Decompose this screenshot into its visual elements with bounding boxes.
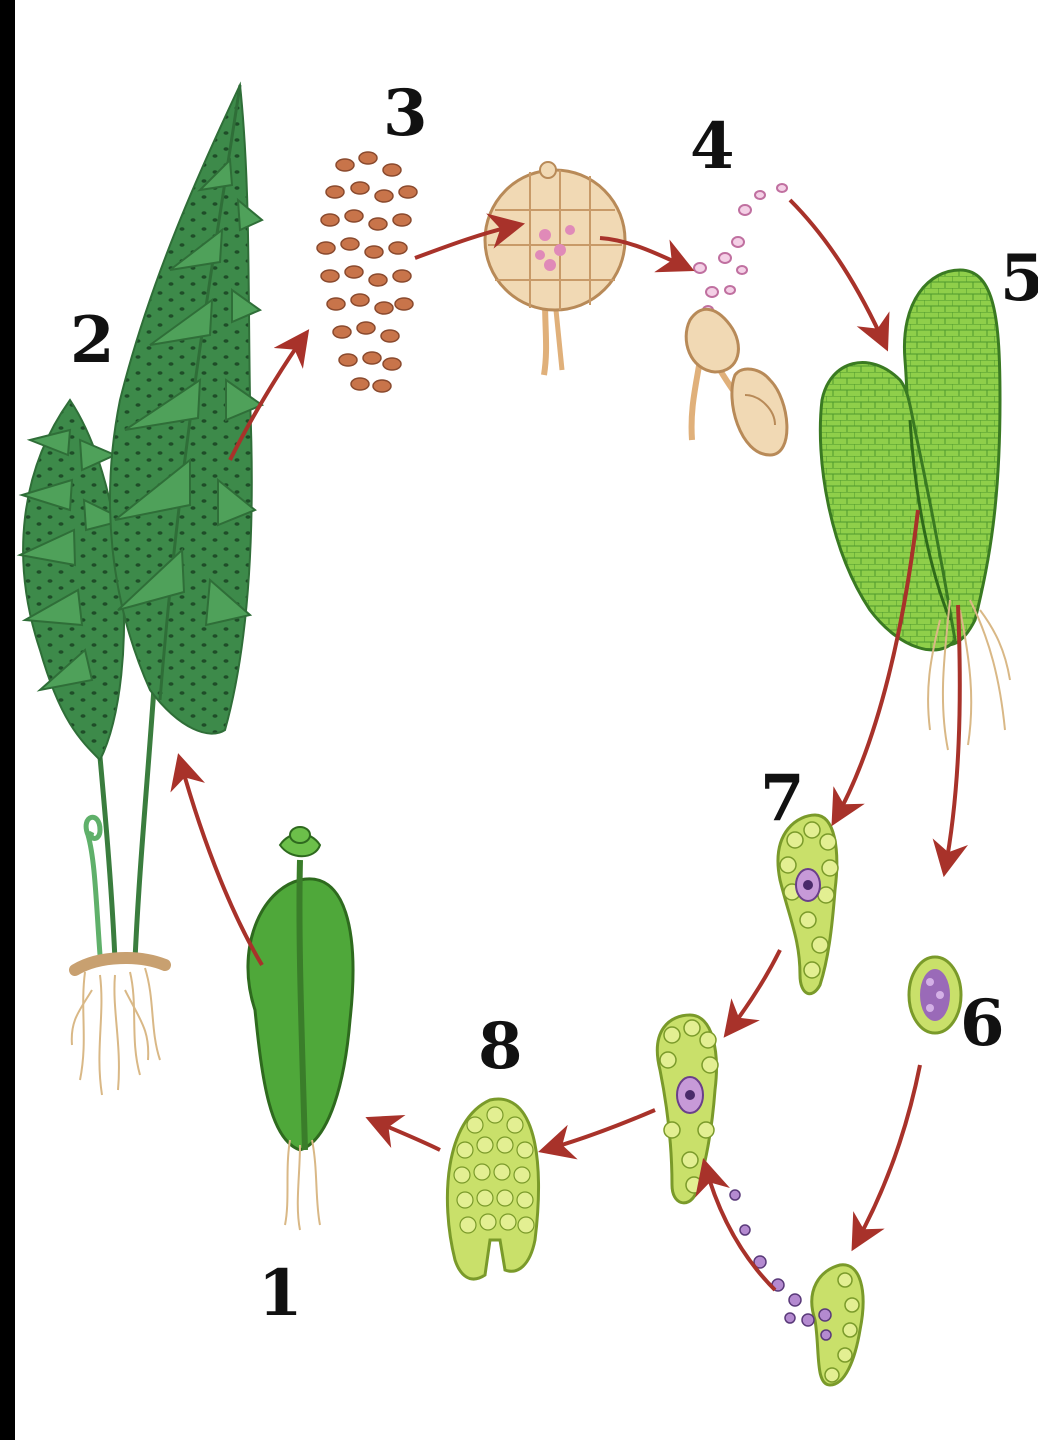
sorus-icon xyxy=(317,152,417,392)
label-3: 3 xyxy=(383,76,428,151)
arrow-7-to-fertilization xyxy=(728,950,780,1032)
prothallus-icon xyxy=(820,270,1010,750)
label-1: 1 xyxy=(258,1256,303,1331)
label-8: 8 xyxy=(478,1009,523,1084)
fern-plant-icon xyxy=(20,85,262,1095)
label-4: 4 xyxy=(690,109,735,184)
label-7: 7 xyxy=(760,761,805,836)
label-6: 6 xyxy=(960,986,1005,1061)
spore-release-icon xyxy=(686,184,787,455)
arrow-1-to-2 xyxy=(180,760,262,965)
sporangium-icon xyxy=(485,162,625,375)
arrow-6-to-sperm xyxy=(855,1065,920,1245)
arrow-4-to-5 xyxy=(790,200,885,345)
zygote-icon xyxy=(447,1099,538,1279)
label-5: 5 xyxy=(1000,241,1038,316)
antheridium-icon xyxy=(909,957,961,1033)
label-2: 2 xyxy=(70,303,115,378)
arrow-fertilization-to-8 xyxy=(545,1110,655,1150)
young-sporophyte-icon xyxy=(248,827,353,1230)
arrow-8-to-1 xyxy=(372,1120,440,1150)
archegonium-icon xyxy=(778,815,838,994)
sperm-release-icon xyxy=(730,1190,863,1385)
